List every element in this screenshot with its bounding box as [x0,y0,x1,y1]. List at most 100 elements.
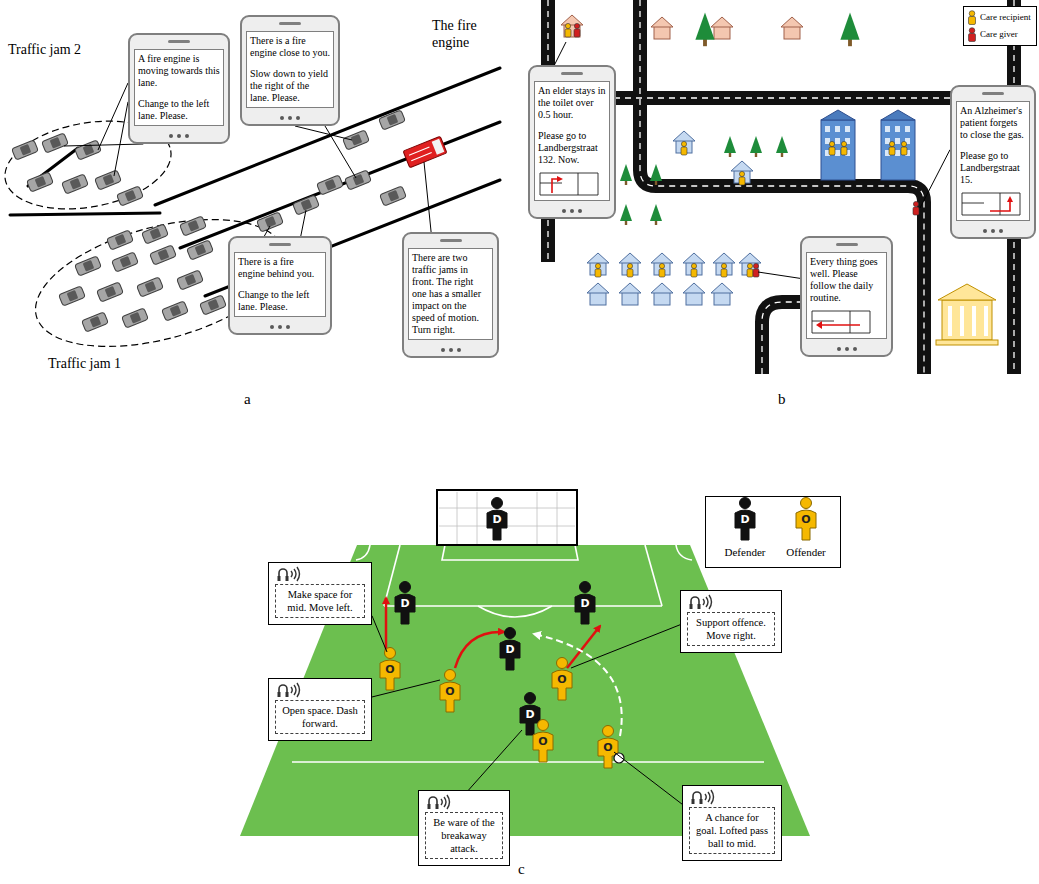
earphone-cup [278,576,281,581]
legend-icon-body [969,17,976,25]
house [587,283,609,305]
person-head [659,263,664,268]
car-body [345,170,372,190]
earphone-icon [275,682,301,698]
car-window [83,260,95,272]
leader-line [114,102,128,176]
person-body [913,207,919,215]
phone-node: There are two traffic jams in front. The… [402,232,499,358]
phone-node: An elder stays in the toilet over 0.5 ho… [528,65,616,219]
phone-button [999,229,1003,233]
player-figure [487,498,507,541]
house-roof [651,283,673,293]
building-roof [821,110,855,120]
legend-row: Care giver [967,26,1033,43]
person [753,263,759,277]
tree-crown [840,13,859,40]
player-figure [520,693,540,736]
car-window [208,299,220,311]
earphone-callout: Open space. Dash forward. [268,678,372,741]
road-body [548,0,1014,374]
phone-button [457,348,461,352]
message-text: Every thing goes well. Please follow the… [810,256,883,304]
car [42,133,69,153]
leader-line [614,752,682,804]
fire-engine-window [432,139,445,155]
building-window [835,138,840,144]
player-head [557,658,568,669]
dashed-message-box: Support offence. Move right. [687,612,775,646]
phone-button [288,116,292,120]
mini-map-route [822,324,860,326]
fire-engine [403,136,447,168]
building-body [821,120,855,180]
player-head [603,726,614,737]
phone-speaker [269,243,291,246]
car-body [379,110,406,130]
instruction-text: A chance for goal. Lofted pass ball to m… [694,811,770,850]
person-body [565,29,571,37]
phone-speaker [836,243,858,246]
person [691,263,697,277]
car [59,286,86,306]
phone-button [441,348,445,352]
car-window [120,256,132,268]
car-window [125,190,137,202]
car-window [325,179,337,191]
phone-buttons [952,226,1034,234]
car-body [380,186,407,206]
fire-engine-ladder [409,147,432,161]
building-roof [881,110,915,120]
building-window [845,126,850,132]
car-window [70,178,82,190]
car [117,186,144,206]
person-body [841,147,847,155]
player-head [445,670,456,681]
message-text: There is a fire engine close to you. [250,35,330,59]
person-body [753,269,759,277]
player-head [538,720,549,731]
car [257,212,284,232]
earphone-cup [700,799,703,804]
tree [650,164,662,185]
person-head [565,23,570,28]
car-body [75,256,102,276]
car [177,270,204,290]
player-body [520,705,540,735]
house-roof [683,283,705,293]
house-body [714,26,730,39]
house-roof [731,161,753,171]
player-head [580,582,591,593]
building-window [895,138,900,144]
tree [650,204,662,225]
road [548,91,1014,105]
message-text: Please go to Landbergstraat 15. [960,150,1026,186]
car-body [27,172,54,192]
legend-icon [967,27,977,42]
person-head [721,263,726,268]
message-text: There is a fire engine behind you. [238,256,322,280]
car-window [130,312,142,324]
car-window [145,281,157,293]
message-text: There are two traffic jams in front. The… [412,252,489,336]
road [640,0,924,374]
tree [750,136,762,157]
player-body [796,510,816,540]
person [721,263,727,277]
car-window [388,190,400,202]
leader-line [264,226,270,236]
car [122,308,149,328]
legend-icon-head [969,11,975,17]
earphone-cup [278,692,281,697]
house-roof [683,253,705,263]
person [595,263,601,277]
phone-speaker [561,72,583,75]
car [82,312,109,332]
car-body [117,186,144,206]
legend-box: Care recipientCare giver [963,6,1037,46]
car [75,140,102,160]
field-line [356,545,370,560]
sound-waves [705,790,714,804]
person-head [747,263,752,268]
